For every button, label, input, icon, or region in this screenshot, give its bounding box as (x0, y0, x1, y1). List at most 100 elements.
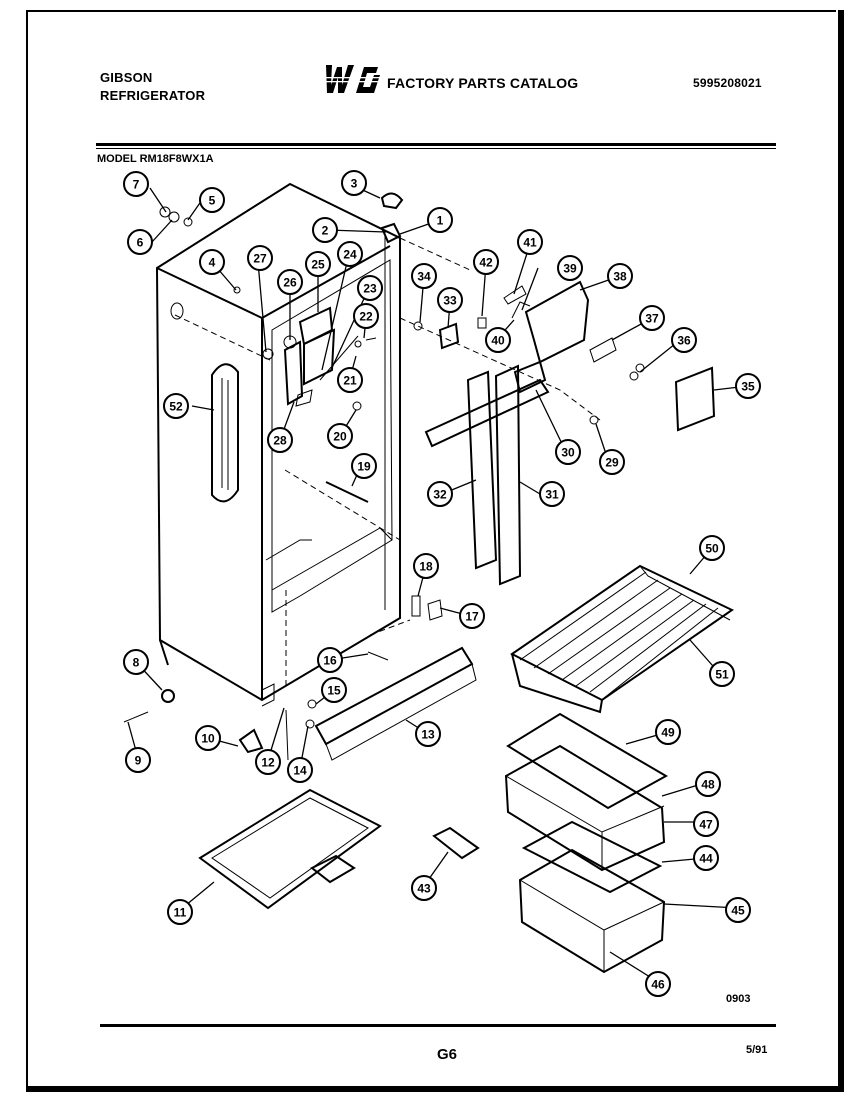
callout-32: 32 (427, 481, 453, 507)
callout-7: 7 (123, 171, 149, 197)
callout-44: 44 (693, 845, 719, 871)
callout-13: 13 (415, 721, 441, 747)
callout-label: 19 (357, 460, 371, 474)
callout-label: 29 (605, 456, 619, 470)
callout-2: 2 (312, 217, 338, 243)
callout-label: 43 (417, 882, 431, 896)
callout-48: 48 (695, 771, 721, 797)
callout-label: 35 (741, 380, 755, 394)
callout-label: 46 (651, 978, 665, 992)
callout-label: 52 (169, 400, 183, 414)
callout-label: 34 (417, 270, 431, 284)
crisper-drawers (504, 712, 669, 974)
callout-5: 5 (199, 187, 225, 213)
catalog-title: FACTORY PARTS CATALOG (387, 75, 579, 91)
revision-date: 5/91 (746, 1044, 768, 1056)
callout-10: 10 (195, 725, 221, 751)
callout-42: 42 (473, 249, 499, 275)
callout-12: 12 (255, 749, 281, 775)
page-frame-bottom (26, 1086, 844, 1092)
callout-24: 24 (337, 241, 363, 267)
callout-label: 1 (437, 214, 444, 228)
callout-25: 25 (305, 251, 331, 277)
cable-harness (325, 481, 369, 503)
callout-label: 32 (433, 488, 447, 502)
callout-label: 9 (135, 754, 142, 768)
callout-label: 31 (545, 488, 559, 502)
drip-tray (198, 788, 382, 910)
callout-label: 15 (327, 684, 341, 698)
callout-26: 26 (277, 269, 303, 295)
callout-34: 34 (411, 263, 437, 289)
callout-label: 48 (701, 778, 715, 792)
explode-line (174, 314, 271, 361)
callout-label: 22 (359, 310, 373, 324)
callout-label: 49 (661, 726, 675, 740)
callout-label: 17 (465, 610, 479, 624)
callout-41: 41 (517, 229, 543, 255)
callout-label: 41 (523, 236, 537, 250)
door-handle (211, 363, 239, 503)
callout-label: 44 (699, 852, 713, 866)
callout-label: 2 (322, 224, 329, 238)
callout-17: 17 (459, 603, 485, 629)
callout-label: 42 (479, 256, 493, 270)
callout-11: 11 (167, 899, 193, 925)
callout-33: 33 (437, 287, 463, 313)
callout-label: 25 (311, 258, 325, 272)
callout-label: 26 (283, 276, 297, 290)
callout-label: 36 (677, 334, 691, 348)
callout-19: 19 (351, 453, 377, 479)
model-label: MODEL RM18F8WX1A (97, 153, 214, 165)
callout-14: 14 (287, 757, 313, 783)
callout-46: 46 (645, 971, 671, 997)
callout-31: 31 (539, 481, 565, 507)
callout-label: 12 (261, 756, 275, 770)
callout-label: 21 (343, 374, 357, 388)
callout-label: 47 (699, 818, 713, 832)
callout-3: 3 (341, 170, 367, 196)
callout-label: 5 (209, 194, 216, 208)
callout-37: 37 (639, 305, 665, 331)
hinge-cover (380, 192, 404, 210)
callout-22: 22 (353, 303, 379, 329)
callout-28: 28 (267, 427, 293, 453)
callout-label: 38 (613, 270, 627, 284)
callout-label: 51 (715, 668, 729, 682)
callout-30: 30 (555, 439, 581, 465)
callout-label: 39 (563, 262, 577, 276)
callout-layer: 1234567891011121314151617181920212223242… (123, 170, 761, 997)
callout-label: 3 (351, 177, 358, 191)
callout-label: 7 (133, 178, 140, 192)
callout-label: 8 (133, 656, 140, 670)
catalog-number: 5995208021 (693, 76, 762, 90)
callout-8: 8 (123, 649, 149, 675)
product-type: REFRIGERATOR (100, 88, 206, 103)
page-frame (26, 10, 836, 1086)
callout-label: 27 (253, 252, 267, 266)
callout-1: 1 (427, 207, 453, 233)
callout-51: 51 (709, 661, 735, 687)
callout-40: 40 (485, 327, 511, 353)
callout-18: 18 (413, 553, 439, 579)
callout-43: 43 (411, 875, 437, 901)
callout-label: 50 (705, 542, 719, 556)
figure-code: 0903 (726, 993, 751, 1005)
callout-label: 20 (333, 430, 347, 444)
callout-label: 6 (137, 236, 144, 250)
callout-16: 16 (317, 647, 343, 673)
callout-label: 14 (293, 764, 307, 778)
crisper-clip (432, 826, 480, 860)
callout-29: 29 (599, 449, 625, 475)
cover-plate (524, 280, 590, 364)
callout-label: 4 (209, 256, 216, 270)
callout-52: 52 (163, 393, 189, 419)
header-rule-thin (96, 148, 776, 149)
callout-label: 30 (561, 446, 575, 460)
callout-label: 45 (731, 904, 745, 918)
callout-label: 18 (419, 560, 433, 574)
refrigerator-cabinet (155, 182, 401, 707)
callout-label: 24 (343, 248, 357, 262)
callout-label: 16 (323, 654, 337, 668)
